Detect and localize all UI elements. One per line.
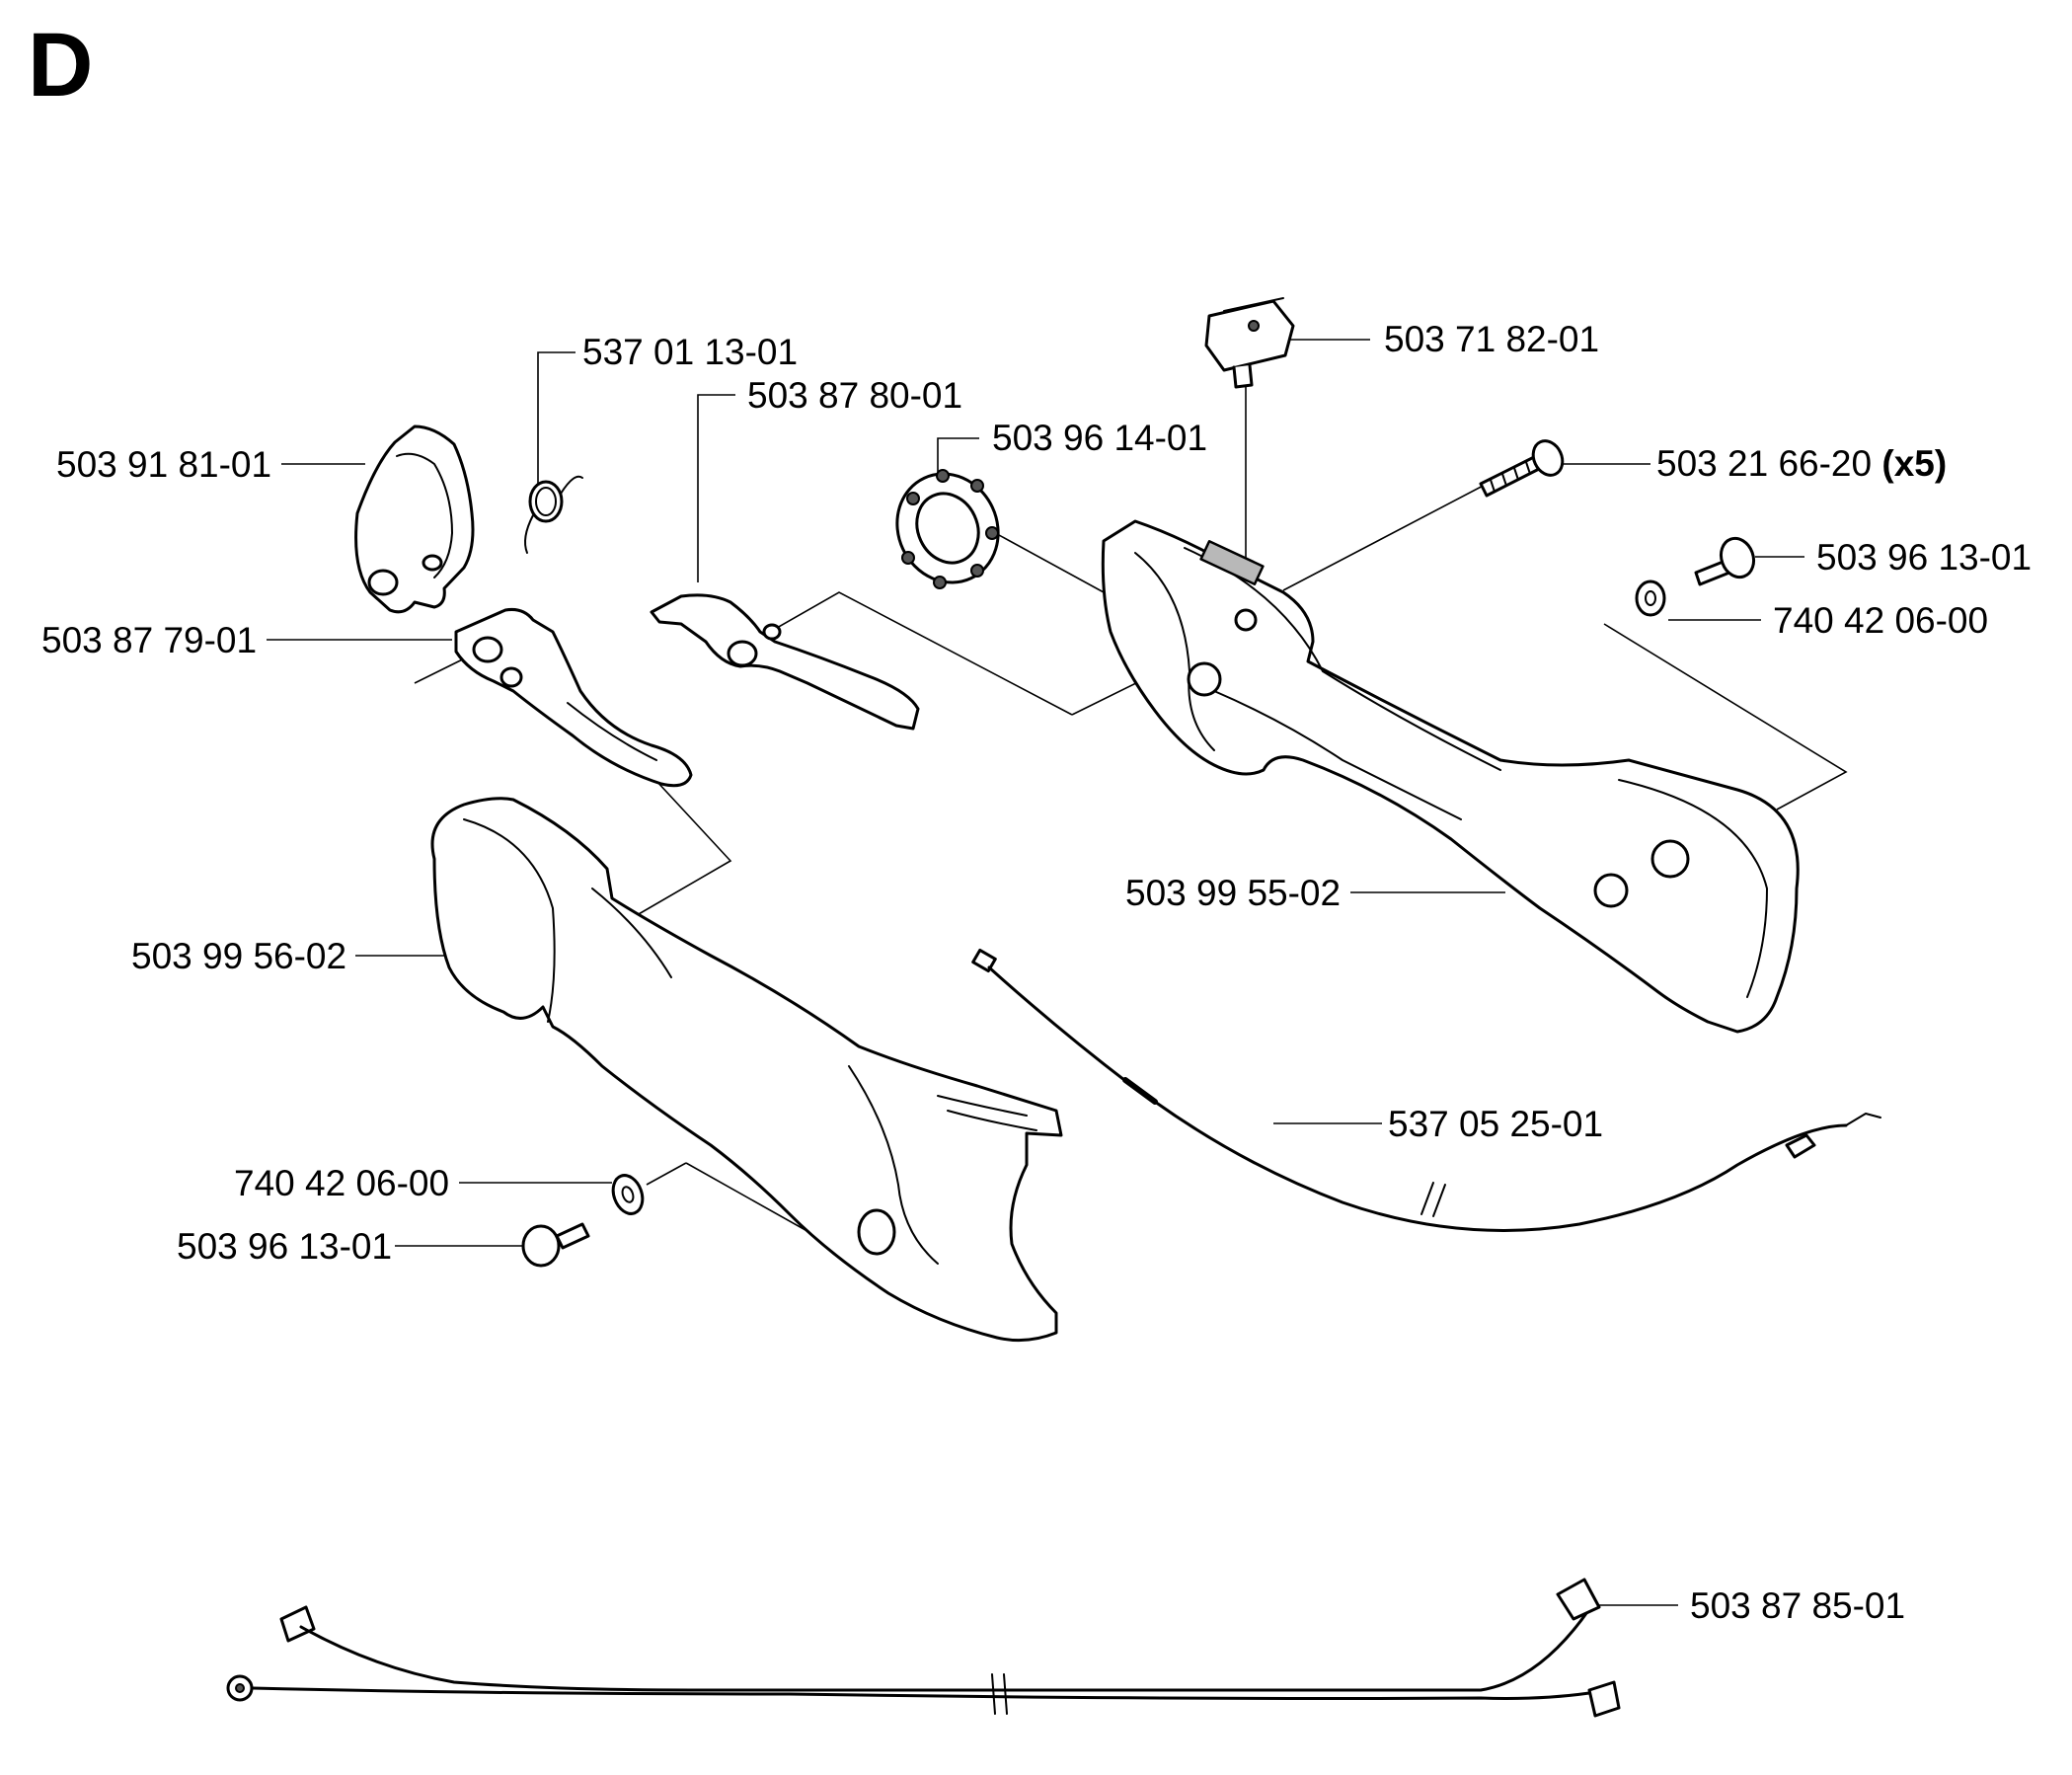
label-537-05-25-01: 537 05 25-01	[1388, 1104, 1603, 1144]
label-503-87-79-01: 503 87 79-01	[41, 620, 257, 660]
throttle-cable-part	[971, 948, 1881, 1232]
washer-part-left	[611, 1174, 645, 1215]
quantity-x5: (x5)	[1881, 443, 1947, 484]
wiring-harness-part	[226, 1578, 1621, 1718]
label-740-42-06-00-left: 740 42 06-00	[234, 1163, 449, 1203]
screw-part-right	[1694, 536, 1756, 586]
label-503-96-13-01-right: 503 96 13-01	[1816, 537, 2032, 578]
label-503-87-85-01: 503 87 85-01	[1690, 1585, 1905, 1626]
label-503-99-55-02: 503 99 55-02	[1125, 873, 1341, 913]
screw-part	[1479, 439, 1565, 498]
label-503-71-82-01: 503 71 82-01	[1384, 319, 1599, 359]
label-503-91-81-01: 503 91 81-01	[56, 444, 271, 485]
switch-part	[1204, 297, 1295, 389]
label-503-96-14-01: 503 96 14-01	[992, 418, 1207, 458]
label-503-99-56-02: 503 99 56-02	[131, 936, 346, 976]
screw-part-left	[521, 1222, 590, 1268]
throttle-lever-part	[650, 593, 920, 731]
damper-ring-part	[895, 469, 1000, 589]
clamp-bracket-part	[354, 424, 475, 614]
part-labels: 537 01 13-01 503 87 80-01 503 91 81-01 5…	[41, 319, 2032, 1626]
throttle-trigger-part	[454, 608, 693, 788]
label-503-87-80-01: 503 87 80-01	[747, 375, 962, 416]
section-letter: D	[28, 15, 93, 116]
label-503-21-66-20: 503 21 66-20 (x5)	[1656, 443, 1947, 484]
washer-part-right	[1635, 579, 1666, 617]
handle-cover-part	[430, 797, 1063, 1343]
handle-housing-part	[1101, 519, 1800, 1034]
spring-part	[524, 475, 583, 554]
label-740-42-06-00-right: 740 42 06-00	[1773, 600, 1988, 641]
label-537-01-13-01: 537 01 13-01	[582, 332, 798, 372]
label-503-96-13-01-left: 503 96 13-01	[177, 1226, 392, 1267]
